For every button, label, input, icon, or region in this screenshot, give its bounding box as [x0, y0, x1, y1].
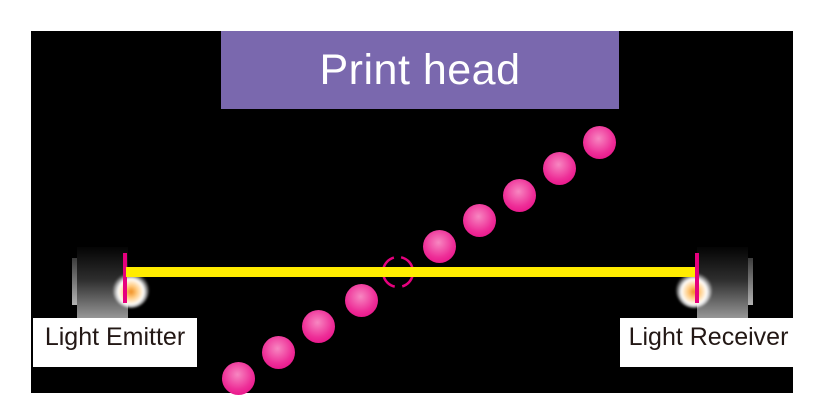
emitter-glow-icon: [113, 272, 149, 308]
emitter-lens-line: [123, 253, 127, 303]
receiver-lens-line: [695, 253, 699, 303]
emitter-label-box: Light Emitter: [33, 318, 197, 367]
print-head-box: Print head: [221, 31, 619, 109]
receiver-back-cap: [745, 258, 753, 305]
light-beam: [126, 267, 695, 277]
receiver-label-box: Light Receiver: [620, 318, 797, 367]
emitter-back-cap: [72, 258, 80, 305]
print-head-label: Print head: [319, 45, 521, 94]
receiver-label: Light Receiver: [628, 323, 789, 351]
receiver-glow-icon: [676, 272, 712, 308]
emitter-label: Light Emitter: [44, 323, 186, 351]
missing-droplet-marker-icon: [381, 255, 415, 289]
